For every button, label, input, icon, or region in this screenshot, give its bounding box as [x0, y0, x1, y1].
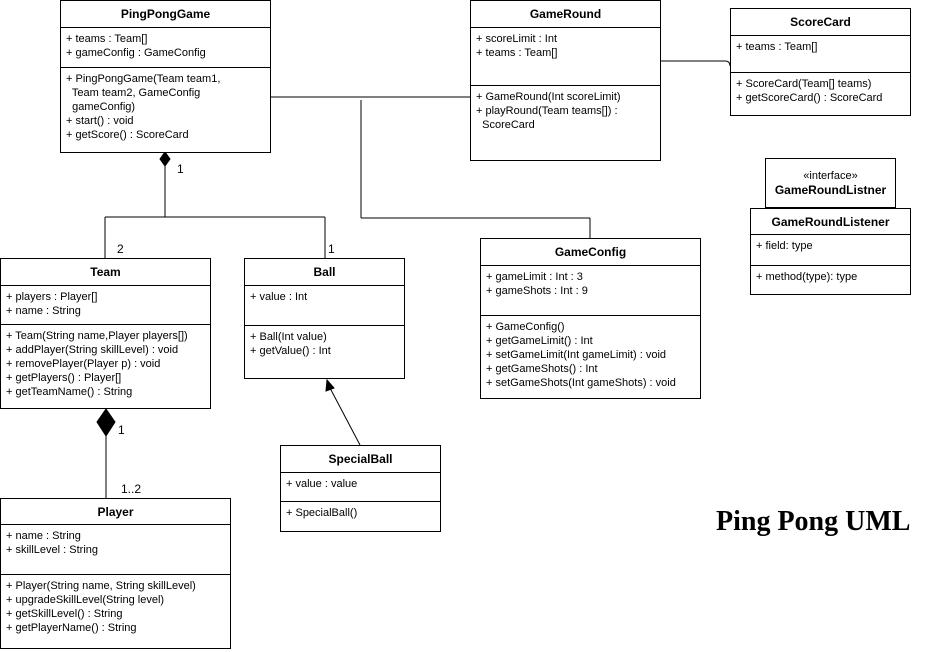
method: + getScore() : ScoreCard: [66, 129, 189, 141]
class-name: Ball: [245, 259, 404, 286]
attributes-section: + name : String + skillLevel : String: [1, 525, 230, 575]
method: + getPlayers() : Player[]: [6, 372, 122, 384]
multiplicity-ball: 1: [328, 242, 335, 256]
attributes-section: + teams : Team[] + gameConfig : GameConf…: [61, 28, 270, 68]
attribute: + gameLimit : Int : 3: [486, 271, 583, 283]
method: + method(type): type: [756, 271, 858, 283]
attributes-section: + value : Int: [245, 286, 404, 326]
method: + getGameShots() : Int: [486, 363, 598, 375]
stereotype-label: «interface»: [803, 169, 858, 182]
class-team[interactable]: Team + players : Player[] + name : Strin…: [0, 258, 211, 409]
class-name: Player: [1, 499, 230, 525]
attribute: + value : Int: [250, 291, 308, 303]
method: + Team(String name,Player players[]): [6, 330, 188, 342]
class-scorecard[interactable]: ScoreCard + teams : Team[] + ScoreCard(T…: [730, 8, 911, 116]
method: + playRound(Team teams[]) :: [476, 105, 618, 117]
multiplicity-team: 2: [117, 242, 124, 256]
method: + getPlayerName() : String: [6, 622, 137, 634]
method: + addPlayer(String skillLevel) : void: [6, 344, 179, 356]
diagram-title: Ping Pong UML: [716, 506, 911, 537]
class-gameround[interactable]: GameRound + scoreLimit : Int + teams : T…: [470, 0, 661, 161]
attribute: + scoreLimit : Int: [476, 33, 558, 45]
attribute: + teams : Team[]: [736, 41, 818, 53]
multiplicity-player: 1..2: [121, 482, 142, 496]
composition-diamond-team: [96, 408, 116, 437]
method: + GameConfig(): [486, 321, 565, 333]
attribute: + teams : Team[]: [476, 47, 558, 59]
method: + getScoreCard() : ScoreCard: [736, 92, 883, 104]
method: + Player(String name, String skillLevel): [6, 580, 196, 592]
method: + start() : void: [66, 115, 134, 127]
attribute: + skillLevel : String: [6, 544, 99, 556]
attribute: + gameConfig : GameConfig: [66, 47, 206, 59]
methods-section: + GameConfig() + getGameLimit() : Int + …: [481, 316, 700, 390]
attribute: + gameShots : Int : 9: [486, 285, 588, 297]
composition-diamond-pingponggame: [159, 151, 171, 167]
interface-gameroundlistner[interactable]: «interface» GameRoundListner: [765, 158, 896, 208]
method: + PingPongGame(Team team1,: [66, 73, 221, 85]
multiplicity-pingpong: 1: [177, 162, 184, 176]
class-name: GameRound: [471, 1, 660, 28]
class-name: Team: [1, 259, 210, 286]
class-name: PingPongGame: [61, 1, 270, 28]
edge-gameround-scorecard: [660, 60, 731, 67]
attributes-section: + scoreLimit : Int + teams : Team[]: [471, 28, 660, 86]
attribute: + teams : Team[]: [66, 33, 148, 45]
methods-section: + PingPongGame(Team team1, Team team2, G…: [61, 68, 270, 142]
attribute: + field: type: [756, 240, 813, 252]
class-player[interactable]: Player + name : String + skillLevel : St…: [0, 498, 231, 649]
class-gameroundlistener[interactable]: GameRoundListener + field: type + method…: [750, 208, 911, 295]
class-name: SpecialBall: [281, 446, 440, 473]
methods-section: + GameRound(Int scoreLimit) + playRound(…: [471, 86, 660, 132]
method: Team team2, GameConfig: [66, 87, 201, 99]
attribute: + value : value: [286, 478, 358, 490]
attribute: + name : String: [6, 530, 81, 542]
class-name: GameConfig: [481, 239, 700, 266]
methods-section: + method(type): type: [751, 266, 910, 284]
class-ball[interactable]: Ball + value : Int + Ball(Int value) + g…: [244, 258, 405, 379]
method: + GameRound(Int scoreLimit): [476, 91, 621, 103]
method: + getSkillLevel() : String: [6, 608, 123, 620]
method: ScoreCard: [476, 119, 535, 131]
method: + getTeamName() : String: [6, 386, 133, 398]
method: + setGameShots(Int gameShots) : void: [486, 377, 676, 389]
interface-name: GameRoundListner: [774, 182, 887, 197]
methods-section: + SpecialBall(): [281, 502, 440, 520]
method: + setGameLimit(Int gameLimit) : void: [486, 349, 667, 361]
attributes-section: + teams : Team[]: [731, 36, 910, 73]
method: gameConfig): [66, 101, 136, 113]
class-name: GameRoundListener: [751, 209, 910, 235]
attributes-section: + value : value: [281, 473, 440, 502]
class-pingponggame[interactable]: PingPongGame + teams : Team[] + gameConf…: [60, 0, 271, 153]
attribute: + players : Player[]: [6, 291, 98, 303]
inheritance-arrowhead: [325, 378, 335, 392]
method: + upgradeSkillLevel(String level): [6, 594, 165, 606]
class-name: ScoreCard: [731, 9, 910, 36]
attribute: + name : String: [6, 305, 81, 317]
method: + ScoreCard(Team[] teams): [736, 78, 872, 90]
multiplicity-team-owner: 1: [118, 423, 125, 437]
method: + getGameLimit() : Int: [486, 335, 593, 347]
method: + SpecialBall(): [286, 507, 358, 519]
methods-section: + Team(String name,Player players[]) + a…: [1, 325, 210, 399]
class-specialball[interactable]: SpecialBall + value : value + SpecialBal…: [280, 445, 441, 532]
attributes-section: + field: type: [751, 235, 910, 266]
class-gameconfig[interactable]: GameConfig + gameLimit : Int : 3 + gameS…: [480, 238, 701, 399]
methods-section: + ScoreCard(Team[] teams) + getScoreCard…: [731, 73, 910, 105]
method: + getValue() : Int: [250, 345, 331, 357]
edge-specialball-ball: [329, 387, 361, 446]
method: + Ball(Int value): [250, 331, 327, 343]
methods-section: + Player(String name, String skillLevel)…: [1, 575, 230, 635]
method: + removePlayer(Player p) : void: [6, 358, 161, 370]
methods-section: + Ball(Int value) + getValue() : Int: [245, 326, 404, 358]
interface-header: «interface» GameRoundListner: [766, 159, 895, 207]
attributes-section: + players : Player[] + name : String: [1, 286, 210, 325]
attributes-section: + gameLimit : Int : 3 + gameShots : Int …: [481, 266, 700, 316]
